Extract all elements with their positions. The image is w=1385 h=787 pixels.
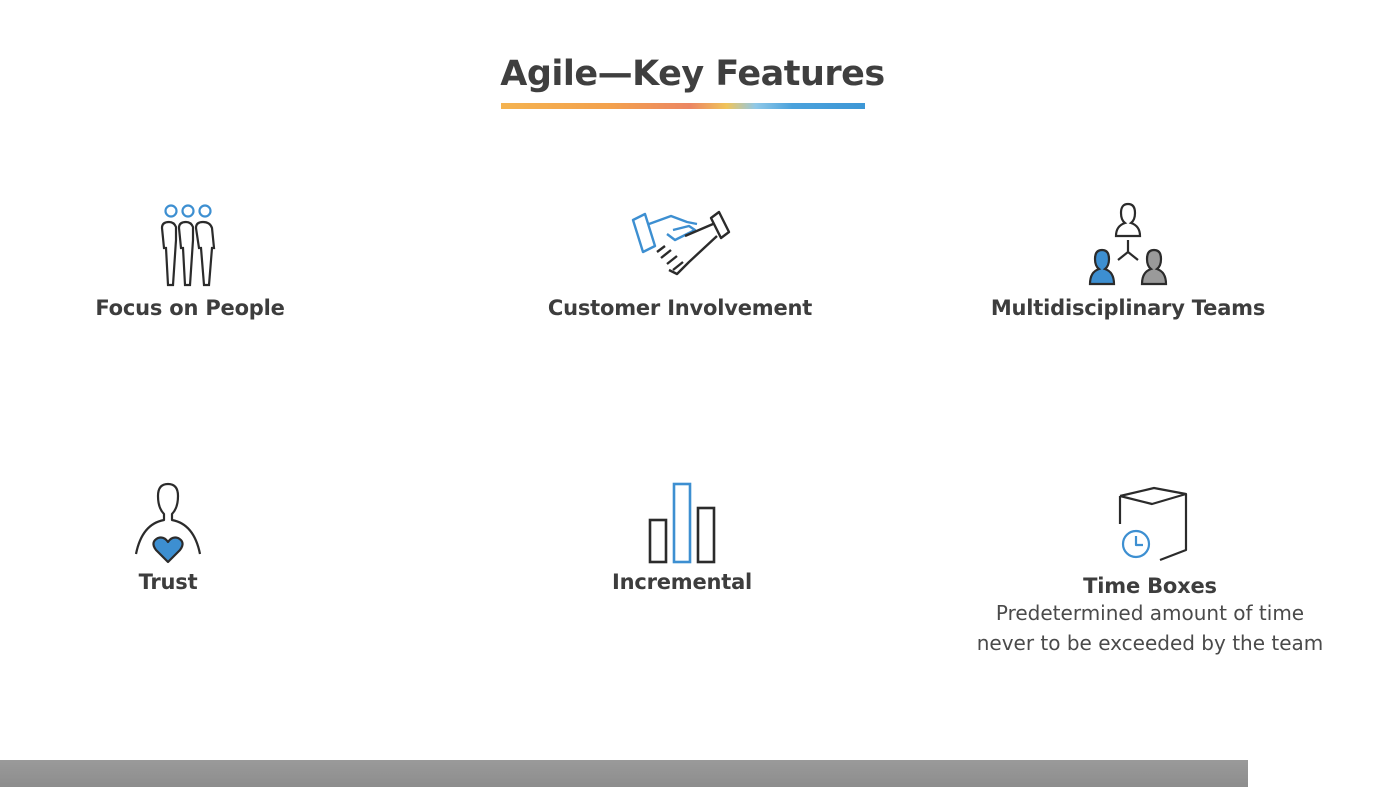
feature-time-boxes: Time Boxes Predetermined amount of time …: [950, 484, 1350, 658]
people-group-icon: [160, 204, 216, 287]
handshake-icon: [631, 210, 731, 276]
box-clock-icon: [1118, 486, 1188, 562]
feature-description: never to be exceeded by the team: [976, 631, 1324, 655]
feature-label: Incremental: [611, 570, 753, 594]
feature-focus-on-people: Focus on People: [80, 200, 300, 320]
team-hierarchy-icon: [1088, 202, 1168, 286]
title-underline: [501, 103, 865, 109]
feature-multidisciplinary-teams: Multidisciplinary Teams: [968, 200, 1288, 320]
feature-label: Multidisciplinary Teams: [990, 296, 1266, 320]
feature-label: Focus on People: [95, 296, 285, 320]
person-heart-icon: [134, 482, 202, 564]
video-progress-bar[interactable]: [0, 760, 1248, 787]
feature-customer-involvement: Customer Involvement: [520, 200, 840, 320]
bar-chart-icon: [648, 482, 716, 564]
feature-incremental: Incremental: [582, 480, 782, 594]
feature-description: Predetermined amount of time: [995, 601, 1305, 625]
feature-label: Time Boxes: [1083, 574, 1217, 598]
slide-title: Agile—Key Features: [500, 54, 885, 94]
feature-label: Trust: [138, 570, 198, 594]
feature-trust: Trust: [68, 480, 268, 594]
feature-label: Customer Involvement: [547, 296, 813, 320]
